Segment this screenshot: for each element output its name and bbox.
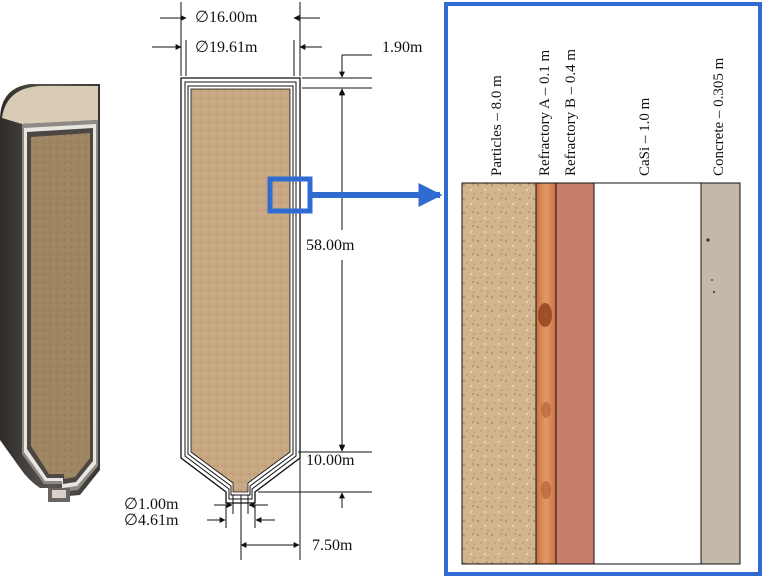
silo-3d-particles	[31, 133, 90, 479]
dimension-lines	[152, 2, 372, 560]
silo-particles-fill	[190, 88, 291, 493]
layer-label-particles: Particles – 8.0 m	[489, 75, 505, 176]
dim-inner-diameter-value: 16.00m	[208, 9, 258, 26]
callout-detail-frame	[444, 2, 762, 576]
dim-outlet-outer-value: 4.61m	[137, 512, 179, 529]
dim-outlet-inner-diameter: ∅1.00m	[124, 497, 178, 513]
silo-3d-top-cap	[2, 86, 98, 124]
diameter-symbol: ∅	[124, 496, 138, 513]
layer-refractory-a	[536, 183, 556, 564]
layer-refractory-b	[556, 183, 594, 564]
diameter-symbol: ∅	[124, 512, 138, 529]
silo-3d-cutaway	[0, 84, 100, 502]
diameter-symbol: ∅	[195, 39, 209, 56]
dim-outlet-inner-value: 1.00m	[137, 496, 179, 513]
dim-outlet-outer-diameter: ∅4.61m	[124, 513, 178, 529]
dim-outer-diameter-value: 19.61m	[208, 39, 258, 56]
layer-label-refractory-a: Refractory A – 0.1 m	[537, 49, 553, 176]
callout	[267, 2, 762, 576]
dim-inner-diameter: ∅16.00m	[195, 10, 257, 26]
dim-body-height: 58.00m	[306, 237, 355, 254]
layer-label-casi: CaSi – 1.0 m	[637, 97, 653, 176]
layer-particles	[462, 183, 536, 564]
layer-detail	[461, 182, 741, 565]
dim-cone-height: 10.00m	[306, 452, 355, 469]
dim-outer-diameter: ∅19.61m	[195, 40, 257, 56]
diameter-symbol: ∅	[195, 9, 209, 26]
layer-concrete	[701, 183, 740, 564]
layer-label-refractory-b: Refractory B – 0.4 m	[563, 48, 579, 176]
dim-top-thickness: 1.90m	[382, 39, 423, 56]
silo-cross-section	[180, 77, 301, 504]
layer-label-concrete: Concrete – 0.305 m	[711, 57, 727, 176]
layer-casi	[594, 183, 701, 564]
dim-outlet-offset: 7.50m	[312, 537, 353, 554]
